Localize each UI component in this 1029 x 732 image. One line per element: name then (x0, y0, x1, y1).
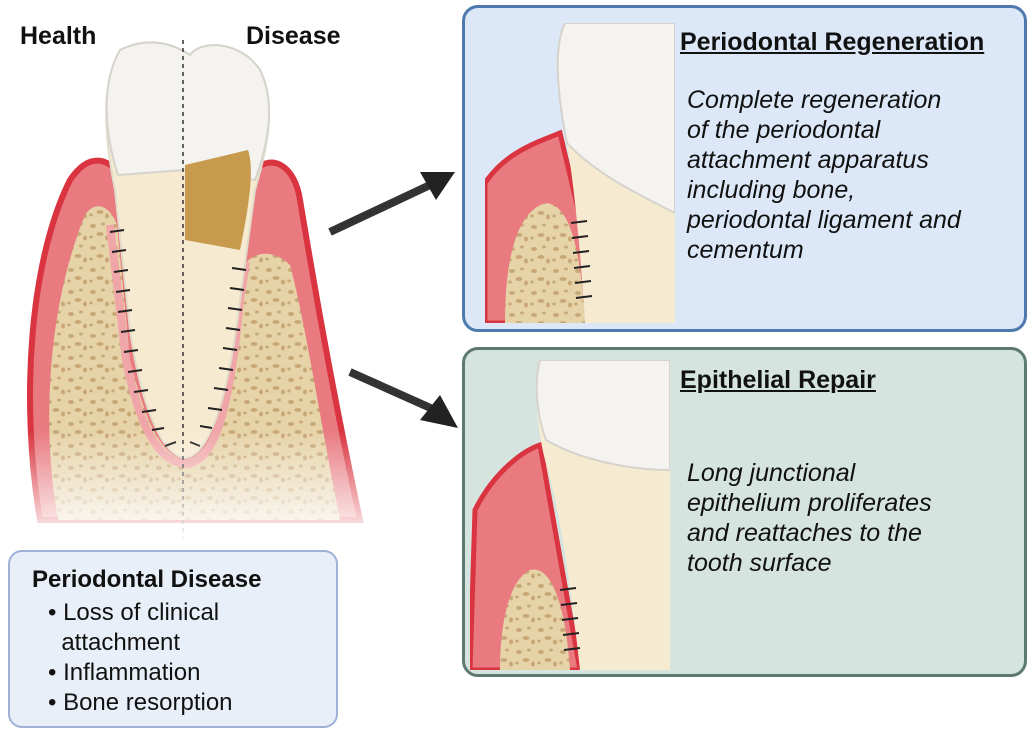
epithelial-repair-panel: Epithelial Repair Long junctional epithe… (462, 347, 1027, 677)
epithelial-repair-title: Epithelial Repair (680, 366, 876, 395)
regeneration-illustration (485, 23, 675, 323)
arrow-to-repair (350, 372, 458, 428)
tooth-cross-section-diagram (0, 0, 460, 545)
disease-label: Disease (246, 22, 341, 51)
arrow-to-regeneration (330, 172, 455, 232)
epithelial-repair-description: Long junctional epithelium proliferates … (687, 458, 1017, 578)
disease-box-title: Periodontal Disease (32, 566, 261, 594)
regeneration-title: Periodontal Regeneration (680, 28, 984, 57)
periodontal-disease-box: Periodontal Disease • Loss of clinical a… (8, 550, 338, 728)
regeneration-description: Complete regeneration of the periodontal… (687, 85, 1017, 265)
epithelial-repair-illustration (470, 360, 670, 670)
regeneration-panel: Periodontal Regeneration Complete regene… (462, 5, 1027, 332)
disease-bullet: • Loss of clinical (48, 598, 219, 628)
health-label: Health (20, 22, 96, 51)
disease-bullet: attachment (48, 628, 180, 658)
disease-bullet: • Inflammation (48, 658, 200, 688)
disease-bullet: • Bone resorption (48, 688, 233, 718)
calculus-deposit (185, 150, 251, 250)
